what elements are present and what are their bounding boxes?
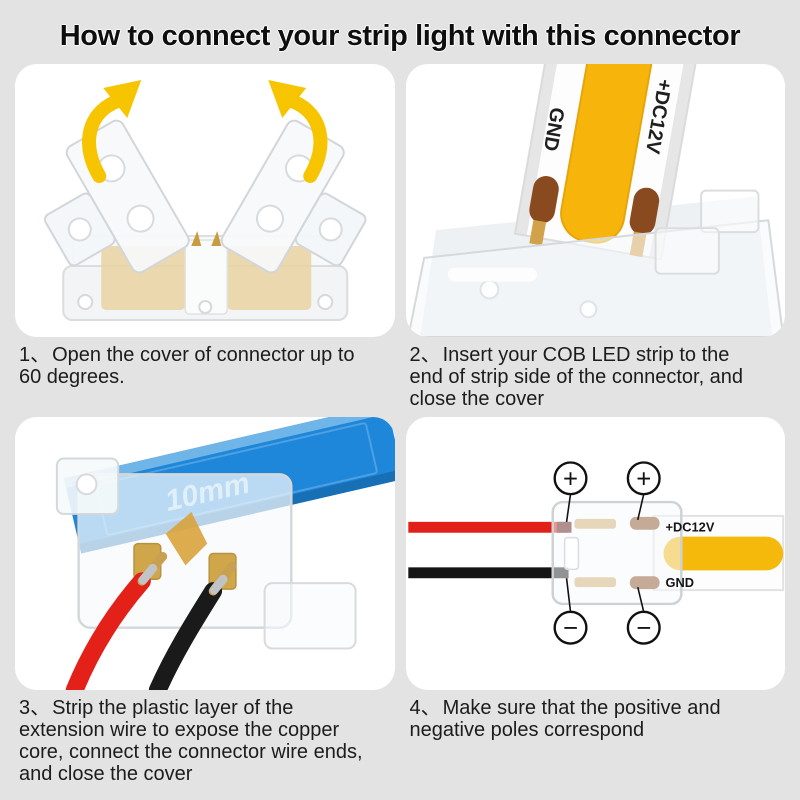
open-connector-illustration — [43, 80, 367, 321]
gold-prong — [211, 231, 222, 246]
connector-body — [550, 500, 683, 606]
cob-yellow-band — [663, 536, 783, 571]
step-4-photo: +DC12V GND + + — [405, 417, 785, 690]
step-2-number: 2、 — [409, 344, 441, 366]
step-2: GND +DC12V — [405, 64, 785, 417]
dc12v-label: +DC12V — [665, 520, 714, 535]
step-3-number: 3、 — [19, 697, 51, 719]
step-4-text: Make sure that the positive and negative… — [409, 697, 721, 741]
step-4: +DC12V GND + + — [405, 417, 785, 785]
step-4-caption: 4、Make sure that the positive and negati… — [406, 697, 768, 741]
open-direction-arrow-left-icon — [82, 80, 142, 183]
black-wire — [148, 561, 237, 690]
step-1: 1、Open the cover of connector up to 60 d… — [15, 64, 395, 417]
wire-connection-illustration: 10mm — [55, 417, 395, 690]
step-2-photo: GND +DC12V — [405, 64, 785, 337]
step-2-text: Insert your COB LED strip to the end of … — [409, 344, 744, 410]
insert-strip-illustration: GND +DC12V — [406, 64, 784, 337]
step-1-photo — [15, 64, 395, 337]
gold-contact — [165, 511, 208, 566]
gold-prong — [191, 231, 202, 246]
svg-text:+: + — [636, 465, 651, 493]
connector-base-front — [406, 189, 784, 337]
red-wire — [407, 521, 569, 533]
copper-pad — [629, 187, 659, 235]
step-1-caption: 1、Open the cover of connector up to 60 d… — [15, 344, 377, 388]
copper-pad — [528, 176, 559, 224]
positive-terminal-icon: + — [626, 461, 661, 496]
black-wire — [407, 567, 569, 579]
page-title: How to connect your strip light with thi… — [59, 20, 741, 52]
gold-prong — [528, 219, 546, 246]
step-2-caption: 2、Insert your COB LED strip to the end o… — [406, 344, 768, 410]
negative-terminal-icon: − — [626, 610, 661, 645]
step-3: 10mm — [15, 417, 395, 785]
step-1-number: 1、 — [19, 344, 51, 366]
positive-terminal-icon: + — [553, 461, 588, 496]
svg-text:−: − — [636, 615, 651, 643]
step-4-number: 4、 — [409, 697, 441, 719]
polarity-diagram: +DC12V GND + + — [407, 461, 784, 645]
steps-grid: 1、Open the cover of connector up to 60 d… — [15, 64, 785, 785]
step-3-photo: 10mm — [15, 417, 395, 690]
step-3-caption: 3、Strip the plastic layer of the extensi… — [15, 697, 377, 785]
svg-text:+: + — [563, 465, 578, 493]
step-3-text: Strip the plastic layer of the extension… — [19, 697, 363, 785]
step-1-text: Open the cover of connector up to 60 deg… — [19, 344, 355, 388]
gnd-label: GND — [665, 575, 694, 590]
negative-terminal-icon: − — [553, 610, 588, 645]
open-direction-arrow-right-icon — [268, 80, 328, 183]
red-wire — [65, 552, 168, 690]
svg-text:−: − — [563, 615, 578, 643]
